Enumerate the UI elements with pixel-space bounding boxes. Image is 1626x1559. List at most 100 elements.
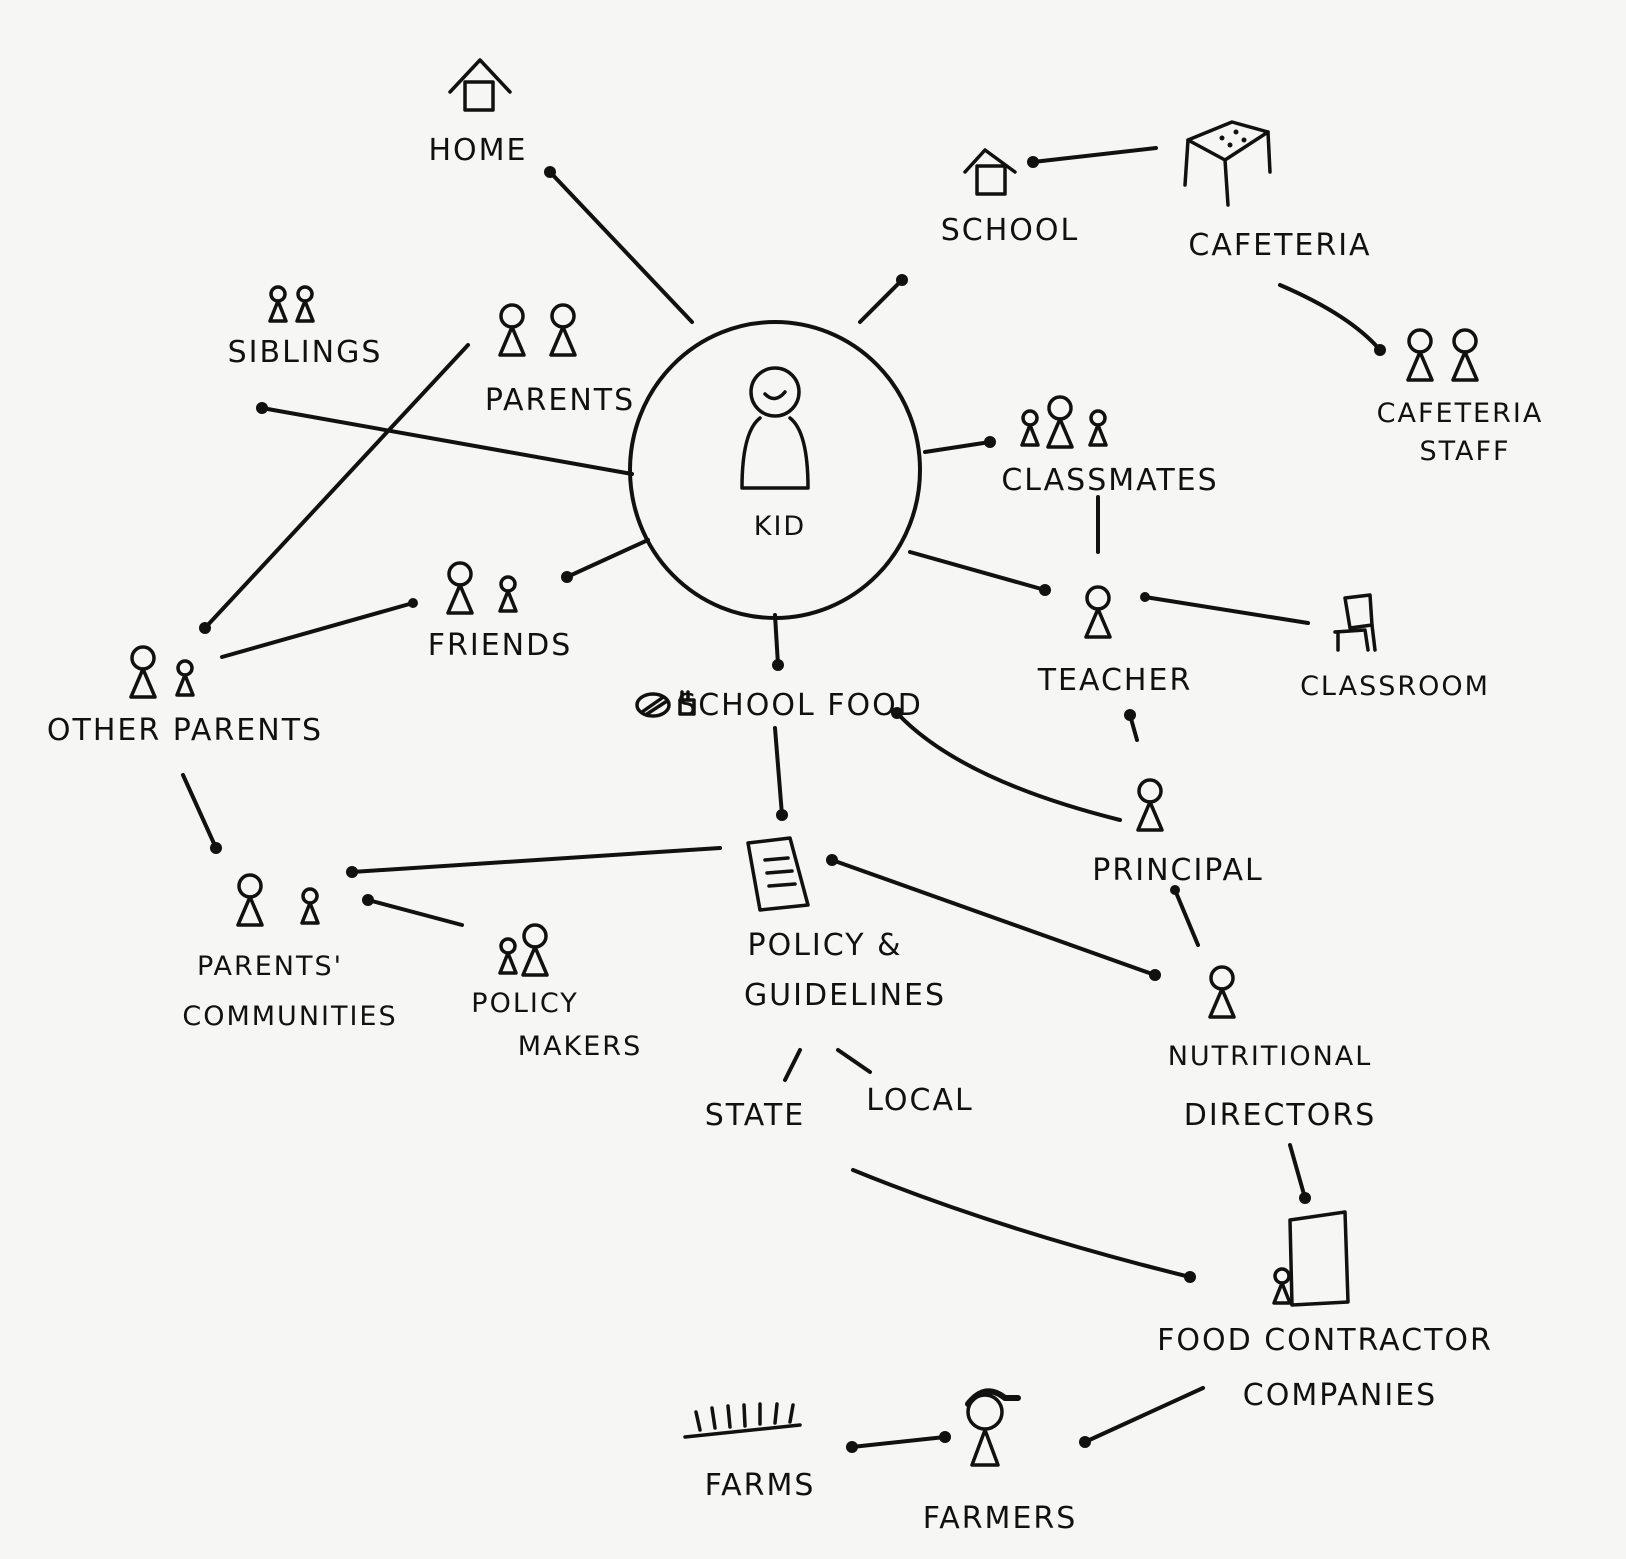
node-kid: KID — [628, 320, 922, 620]
label-classroom: CLASSROOM — [1300, 671, 1490, 702]
edge-kid-schoolfood — [773, 613, 780, 667]
node-parents-communities: PARENTS' COMMUNITIES — [182, 873, 396, 1032]
edge-dot — [846, 1441, 858, 1453]
edge-otherparents-communities — [181, 773, 218, 850]
label-local: LOCAL — [866, 1083, 973, 1118]
label-cafeteria-staff-line1: CAFETERIA — [1377, 398, 1544, 429]
people-pair-icon — [498, 303, 577, 357]
edge-dot — [561, 571, 573, 583]
node-siblings: SIBLINGS — [228, 285, 383, 370]
edge-farms-farmers — [850, 1435, 947, 1449]
edge-parents-otherparents — [203, 343, 470, 630]
node-cafeteria-staff: CAFETERIA STAFF — [1377, 328, 1544, 467]
node-friends: FRIENDS — [428, 561, 570, 663]
edge-dot — [210, 842, 222, 854]
edge-state-contractor — [851, 1168, 1192, 1279]
edge-policy-communities — [350, 846, 722, 874]
node-policy-guidelines: POLICY & GUIDELINES — [744, 836, 946, 1013]
people-pair-icon — [446, 561, 518, 615]
edge-principal-nutritional — [1173, 888, 1200, 947]
edge-dot — [1149, 969, 1161, 981]
chair-icon — [1333, 593, 1377, 652]
people-pair-icon — [129, 645, 195, 699]
edge-policy-state — [783, 1048, 802, 1082]
edge-policy-local — [836, 1048, 872, 1074]
kid-smiling-icon — [740, 366, 810, 490]
edge-dot — [256, 402, 268, 414]
label-cafeteria: CAFETERIA — [1188, 228, 1371, 263]
edge-dot — [544, 166, 556, 178]
label-policy-makers-line1: POLICY — [471, 988, 578, 1019]
node-parents: PARENTS — [485, 303, 635, 418]
edge-kid-friends — [565, 538, 650, 579]
edge-otherparents-friends — [220, 601, 415, 659]
edge-dot — [826, 854, 838, 866]
cafeteria-table-icon — [1183, 120, 1272, 207]
edge-kid-classmates — [923, 440, 992, 454]
edge-dot — [891, 707, 903, 719]
label-parents: PARENTS — [485, 383, 635, 418]
label-school-food: SCHOOL FOOD — [677, 688, 923, 723]
edges — [181, 146, 1386, 1453]
people-pair-icon — [268, 285, 315, 323]
label-policy-guidelines-line2: GUIDELINES — [744, 978, 946, 1013]
node-other-parents: OTHER PARENTS — [47, 645, 321, 748]
label-farms: FARMS — [705, 1468, 816, 1503]
label-home: HOME — [428, 133, 527, 168]
edge-dot — [1124, 709, 1136, 721]
edge-home-kid — [548, 170, 694, 324]
label-principal: PRINCIPAL — [1092, 853, 1263, 888]
edge-dot — [1039, 584, 1051, 596]
label-siblings: SIBLINGS — [228, 335, 383, 370]
edge-communities-policymakers — [366, 898, 464, 927]
edge-teacher-classroom — [1143, 595, 1310, 625]
label-classmates: CLASSMATES — [1001, 463, 1218, 498]
document-icon — [746, 836, 810, 912]
edge-dot — [199, 622, 211, 634]
label-policy-makers-line2: MAKERS — [518, 1031, 642, 1062]
node-principal: PRINCIPAL — [1092, 778, 1263, 888]
school-icon — [963, 148, 1017, 196]
edge-dot — [896, 274, 908, 286]
node-classmates: CLASSMATES — [1001, 395, 1218, 498]
label-farmers: FARMERS — [923, 1501, 1078, 1536]
edge-kid-school — [858, 278, 904, 324]
node-policy-makers: POLICY MAKERS — [471, 923, 642, 1062]
label-kid: KID — [754, 511, 806, 542]
node-farmers: FARMERS — [923, 1388, 1078, 1536]
node-home: HOME — [428, 58, 527, 168]
edge-cafeteria-staff — [1278, 283, 1382, 352]
edge-dot — [984, 436, 996, 448]
edge-school-cafeteria — [1031, 146, 1158, 164]
contractor-icon — [1272, 1210, 1350, 1307]
edge-dot — [1140, 592, 1150, 602]
person-icon — [1084, 585, 1112, 639]
label-food-contractor-line2: COMPANIES — [1243, 1378, 1437, 1413]
edge-dot — [1299, 1192, 1311, 1204]
node-school-food: SCHOOL FOOD — [635, 688, 923, 723]
edge-siblings-kid — [260, 406, 634, 476]
edge-schoolfood-principal — [895, 711, 1122, 822]
label-school: SCHOOL — [941, 213, 1080, 248]
node-nutritional-directors: NUTRITIONAL DIRECTORS — [1168, 965, 1374, 1133]
people-pair-icon — [236, 873, 320, 927]
label-teacher: TEACHER — [1037, 663, 1193, 698]
label-state: STATE — [705, 1098, 806, 1133]
edge-dot — [1374, 344, 1386, 356]
edge-dot — [408, 598, 418, 608]
edge-dot — [1170, 885, 1180, 895]
node-farms: FARMS — [683, 1402, 816, 1503]
edge-dot — [772, 659, 784, 671]
label-parents-communities-line1: PARENTS' — [197, 951, 343, 982]
edge-policy-nutritional — [830, 858, 1157, 977]
edge-kid-teacher — [908, 550, 1047, 592]
label-food-contractor-line1: FOOD CONTRACTOR — [1157, 1323, 1493, 1358]
node-classroom: CLASSROOM — [1300, 593, 1490, 702]
edge-dot — [939, 1431, 951, 1443]
edge-dot — [362, 894, 374, 906]
node-teacher: TEACHER — [1037, 585, 1193, 698]
people-pair-icon — [1406, 328, 1479, 382]
edge-dot — [346, 866, 358, 878]
edge-dot — [776, 809, 788, 821]
